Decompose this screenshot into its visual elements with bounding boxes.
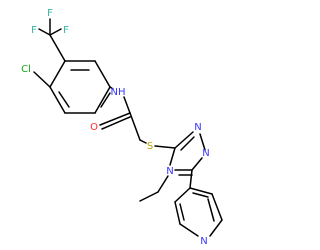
cf3-bond-3 — [49, 28, 62, 36]
bonds — [33, 18, 223, 237]
atom-f-1: F — [47, 8, 53, 19]
triazole-bond-1 — [174, 131, 194, 149]
atom-n-triazole-1: N — [194, 122, 201, 133]
pyr-bond-4 — [209, 219, 223, 237]
atom-f-2: F — [31, 25, 37, 36]
atom-cl: Cl — [21, 64, 31, 75]
s-triazole-bond — [154, 145, 176, 149]
structure-canvas: F F F Cl NH O S N N N N — [21, 8, 223, 247]
n-carbonyl-bond — [123, 96, 131, 114]
co-bond-2 — [101, 116, 131, 130]
cl-bond — [33, 71, 51, 88]
pyr-double-2 — [207, 198, 215, 222]
ring-a-double-2 — [58, 91, 70, 108]
ring-a-bond-2 — [49, 86, 66, 114]
triazole-bond-4 — [169, 147, 176, 166]
ethyl-bond-2 — [139, 191, 159, 202]
pyr-double-3 — [192, 192, 209, 198]
atom-n-triazole-2: N — [202, 148, 209, 159]
ring-a-bond-1 — [49, 60, 66, 88]
atom-s: S — [147, 141, 153, 152]
atom-nh: NH — [111, 87, 126, 98]
triazole-bond-3 — [191, 157, 203, 171]
ch2-s-bond — [139, 139, 147, 144]
co-bond-1 — [99, 112, 131, 126]
atom-o: O — [90, 122, 98, 133]
cf3-bond-2 — [38, 28, 51, 36]
atom-f-3: F — [63, 25, 69, 36]
ring-a-bond-5 — [94, 60, 111, 88]
triazole-bond-2 — [199, 133, 206, 151]
cf3-to-ring-bond — [49, 34, 66, 62]
pyr-bond-3 — [179, 223, 199, 237]
pyr-bond-2 — [174, 201, 181, 225]
pyr-bond-5 — [211, 193, 223, 221]
ch2-bond — [129, 112, 141, 141]
ring-a-bond-4 — [94, 86, 111, 114]
atom-n-triazole-4: N — [166, 166, 173, 177]
pyr-bond-6 — [189, 187, 213, 195]
ethyl-bond-1 — [157, 175, 169, 193]
molecule-diagram: F F F Cl NH O S N N N N — [21, 8, 223, 247]
pyr-bond-1 — [174, 187, 191, 203]
pyridyl-link-bond — [189, 169, 193, 189]
atom-n-pyridine: N — [200, 236, 207, 247]
triazole-double-1 — [180, 136, 195, 151]
n-aryl-bond — [109, 86, 114, 90]
ring-a-double-3 — [100, 92, 111, 108]
pyr-double-1 — [179, 203, 185, 221]
